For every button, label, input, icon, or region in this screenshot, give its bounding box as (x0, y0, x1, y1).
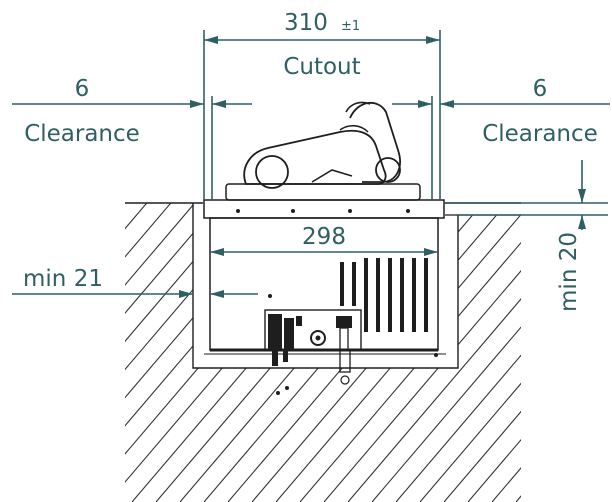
vent-slot (352, 262, 356, 306)
vent-slot (364, 258, 368, 332)
connector-block (264, 309, 362, 395)
hatch-line (323, 203, 521, 502)
right-clearance-value: 6 (533, 76, 548, 102)
cutout-label: Cutout (283, 54, 360, 80)
appliance-body (203, 199, 446, 395)
appliance-top-cover (225, 101, 421, 201)
dimension-inner-width: 298 (210, 224, 438, 256)
dimension-vertical-min: min 20 (446, 160, 608, 312)
cutout-pocket (192, 203, 459, 369)
dimension-side-min: min 21 (12, 266, 258, 298)
hatch-line (179, 203, 481, 502)
side-min-label: min 21 (23, 266, 103, 292)
hatch-line (371, 203, 521, 502)
vent-slot (388, 258, 392, 332)
vent-slot (400, 258, 404, 332)
left-clearance-value: 6 (75, 76, 90, 102)
vertical-min-label: min 20 (556, 232, 582, 312)
hatch-line (125, 203, 217, 502)
right-clearance-label: Clearance (482, 121, 598, 147)
vent-slot (412, 258, 416, 332)
hatch-line (0, 150, 120, 502)
cutout-tolerance: ±1 (341, 19, 360, 34)
vent-slot (376, 258, 380, 332)
dimension-cutout: 310 ±1 Cutout (203, 10, 441, 200)
hatch-line (395, 203, 521, 502)
vent-slot (340, 262, 344, 306)
hatch-line (125, 203, 145, 502)
worktop-surface (125, 202, 521, 216)
hatch-line (443, 203, 521, 502)
hatch-line (125, 203, 241, 502)
hatch-line (467, 203, 521, 502)
left-clearance-label: Clearance (24, 121, 140, 147)
hatch-line (347, 203, 521, 502)
hatch-line (125, 203, 193, 502)
hatch-line (419, 203, 521, 502)
vent-slot (424, 258, 428, 332)
inner-width-value: 298 (302, 224, 346, 250)
dimension-left-clearance: 6 Clearance (12, 76, 252, 200)
dimension-right-clearance: 6 Clearance (392, 76, 610, 200)
cutout-value: 310 (284, 10, 328, 36)
vent-slots (340, 258, 428, 332)
